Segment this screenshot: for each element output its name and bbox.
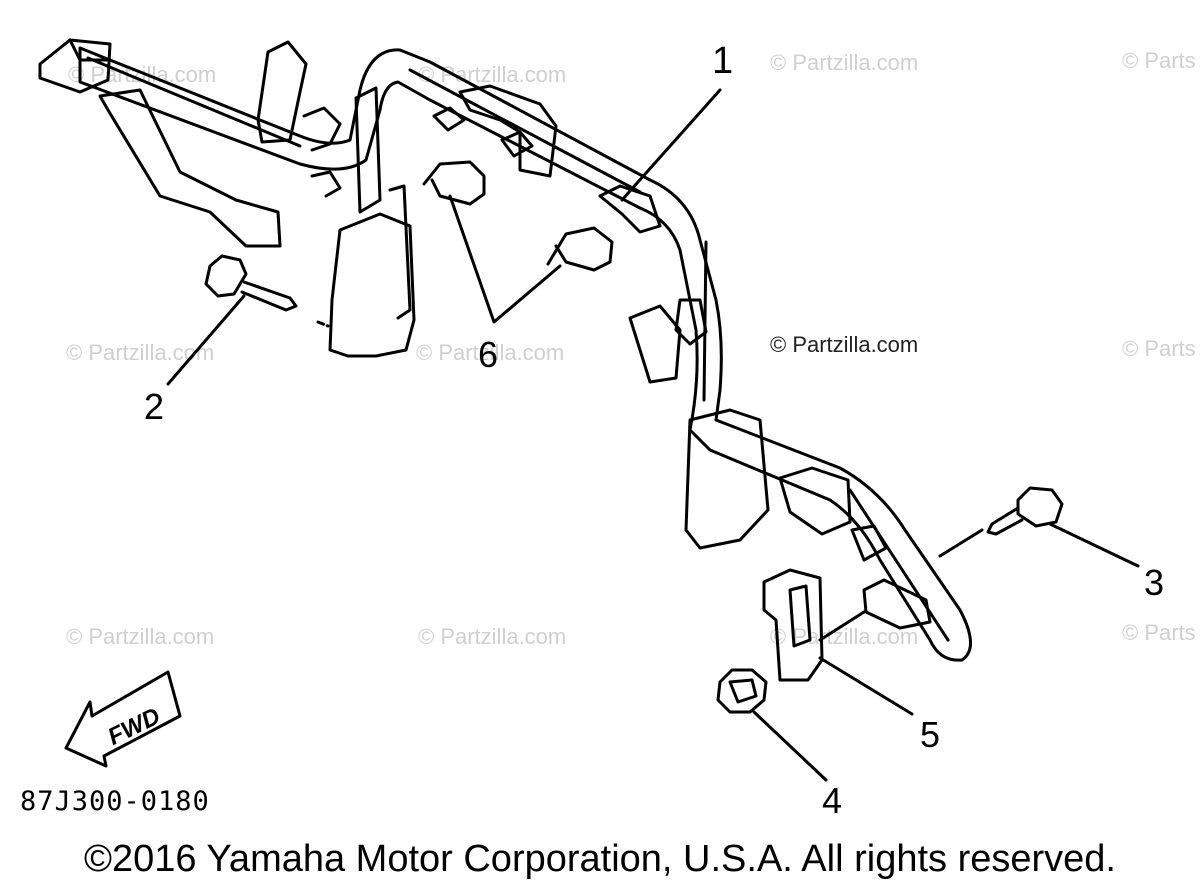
callout-4: 4 [822,780,843,821]
callout-5: 5 [920,714,941,755]
leader-part-1 [620,88,722,202]
watermark: © Partzilla.com [770,50,919,75]
callout-2: 2 [144,386,165,427]
callout-1: 1 [712,40,734,82]
bolt-part-2 [166,254,330,386]
callout-6: 6 [478,334,499,375]
clamp-part-6 [422,106,614,324]
watermark: © Partzilla.com [416,340,565,365]
diagram-code: 87J300-0180 [20,786,210,817]
frame-part-1 [38,38,972,662]
bracket-part-5 [762,568,932,716]
watermark: © Partzilla.com [418,624,567,649]
watermark: © Parts [1122,620,1196,645]
fwd-label: FWD [104,703,165,751]
watermark: © Partzilla.com [418,62,567,87]
watermark: © Partzilla.com [68,62,217,87]
copyright-notice: ©2016 Yamaha Motor Corporation, U.S.A. A… [84,838,1116,880]
watermark-center: © Partzilla.com [770,332,919,357]
watermark: © Partzilla.com [66,624,215,649]
watermark: © Parts [1122,48,1196,73]
fwd-arrow-icon: FWD [64,670,182,768]
bolt-part-3 [938,486,1140,568]
nut-part-4 [716,668,828,782]
watermark: © Parts [1122,336,1196,361]
callout-3: 3 [1144,562,1165,603]
